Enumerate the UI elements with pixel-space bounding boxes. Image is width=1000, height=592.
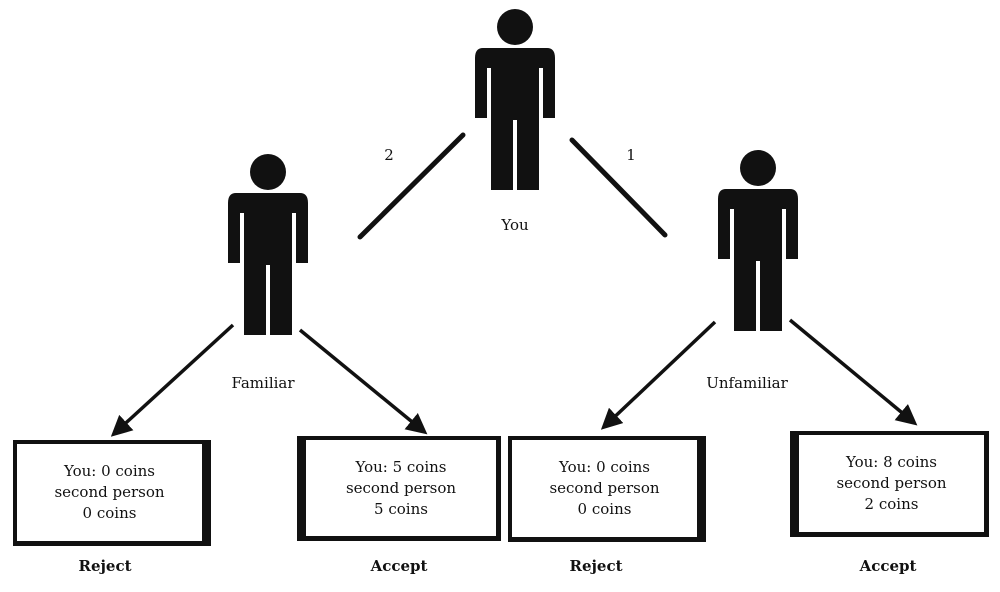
outcome-you: You: 8 coins (845, 453, 937, 471)
arrow-familiar-reject (110, 323, 235, 437)
label-you: You (501, 216, 529, 234)
branch-line-unfamiliar (569, 137, 668, 238)
outcome-second: 0 coins (577, 500, 632, 518)
outcome-box-unfamiliar-reject: You: 0 coins second person 0 coins (508, 436, 706, 542)
outcome-label-reject: Reject (569, 557, 623, 575)
arrow-familiar-accept (298, 328, 428, 435)
person-icon-you (475, 9, 555, 190)
branch-line-familiar (357, 132, 466, 240)
outcome-second-label: second person (549, 479, 660, 497)
outcome-second-label: second person (836, 474, 947, 492)
choice-number-familiar: 2 (384, 146, 394, 164)
outcome-you: You: 0 coins (558, 458, 650, 476)
arrow-unfamiliar-accept (788, 318, 918, 426)
outcome-box-familiar-reject: You: 0 coins second person 0 coins (13, 440, 211, 546)
label-familiar: Familiar (231, 374, 295, 392)
outcome-box-familiar-accept: You: 5 coins second person 5 coins (297, 436, 501, 541)
choice-number-unfamiliar: 1 (626, 146, 636, 164)
outcome-second-label: second person (54, 483, 165, 501)
outcome-label-reject: Reject (78, 557, 132, 575)
outcome-label-accept: Accept (370, 557, 428, 575)
person-icon-unfamiliar (718, 150, 798, 331)
outcome-label-accept: Accept (859, 557, 917, 575)
outcome-second: 5 coins (374, 499, 428, 518)
person-icon-familiar (228, 154, 308, 335)
label-unfamiliar: Unfamiliar (706, 374, 788, 392)
outcome-second: 0 coins (82, 504, 137, 522)
outcome-you: You: 0 coins (63, 462, 155, 480)
arrow-unfamiliar-reject (600, 320, 717, 430)
outcome-box-unfamiliar-accept: You: 8 coins second person 2 coins (790, 431, 989, 537)
outcome-second-label: second person (345, 478, 457, 497)
outcome-you: You: 5 coins (355, 457, 447, 476)
outcome-second: 2 coins (864, 495, 919, 513)
